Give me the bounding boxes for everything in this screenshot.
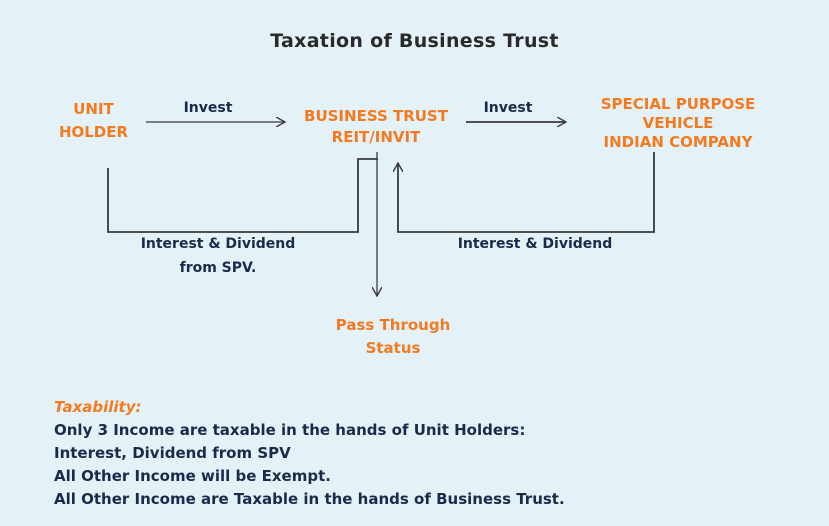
node-business-trust: BUSINESS TRUST REIT/INVIT <box>304 107 448 146</box>
label-interest-to-unit-holder: Interest & Dividend from SPV. <box>140 236 296 276</box>
dividend-path-trust-to-unit <box>107 158 378 233</box>
node-unit-holder: UNIT HOLDER <box>58 100 129 141</box>
taxability-line: Interest, Dividend from SPV <box>54 444 291 462</box>
label-interest-from-spv: Interest & Dividend <box>457 236 613 252</box>
diagram-title: Taxation of Business Trust <box>270 30 559 52</box>
taxability-line: Only 3 Income are taxable in the hands o… <box>54 421 526 439</box>
taxability-line: All Other Income are Taxable in the hand… <box>54 490 565 508</box>
dividend-path-spv-to-trust <box>398 152 655 233</box>
taxability-heading: Taxability: <box>54 398 142 416</box>
label-invest-unit-to-trust: Invest <box>183 100 233 116</box>
taxability-notes: Taxability: Only 3 Income are taxable in… <box>54 396 754 511</box>
node-special-purpose-vehicle: SPECIAL PURPOSE VEHICLE INDIAN COMPANY <box>600 95 756 151</box>
taxability-line: All Other Income will be Exempt. <box>54 467 331 485</box>
label-invest-trust-to-spv: Invest <box>483 100 533 116</box>
node-pass-through-status: Pass Through Status <box>335 316 451 357</box>
